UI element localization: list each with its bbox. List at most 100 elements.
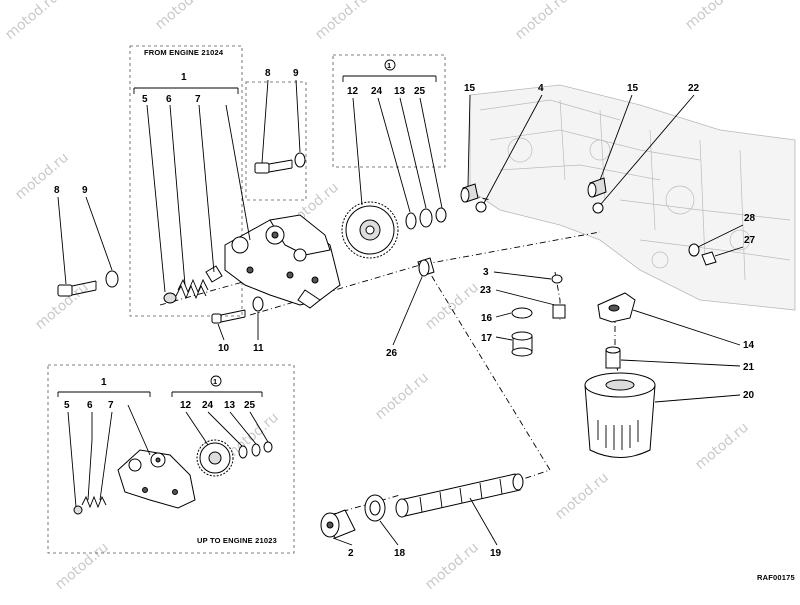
reference-code: RAF00175 xyxy=(757,573,795,582)
bushing-26 xyxy=(417,257,435,277)
plug-2 xyxy=(320,509,356,539)
label-25-old: 25 xyxy=(244,400,256,411)
svg-text:motod.ru: motod.ru xyxy=(152,0,211,33)
label-set-symbol: 1 xyxy=(387,61,391,70)
label-16: 16 xyxy=(481,313,493,324)
washer-24 xyxy=(405,212,417,230)
plug-27 xyxy=(701,251,717,266)
label-9-upper: 9 xyxy=(293,68,299,79)
label-25: 25 xyxy=(414,86,426,97)
label-17: 17 xyxy=(481,333,493,344)
washer-9-main xyxy=(105,270,119,288)
washer-18 xyxy=(364,494,386,522)
label-3: 3 xyxy=(483,267,489,278)
label-12-old: 12 xyxy=(180,400,192,411)
relief-valve-spring-old xyxy=(73,495,107,515)
label-13: 13 xyxy=(394,86,406,97)
from-engine-caption: FROM ENGINE 21024 xyxy=(144,48,224,57)
svg-text:motod.ru: motod.ru xyxy=(682,0,741,33)
label-9-main: 9 xyxy=(82,185,88,196)
label-27: 27 xyxy=(744,235,756,246)
label-12: 12 xyxy=(347,86,359,97)
label-2: 2 xyxy=(348,548,354,559)
set-symbol-circle xyxy=(384,59,396,71)
watermark-layer: motod.ru motod.ru motod.ru motod.ru moto… xyxy=(2,0,771,593)
bolt-box xyxy=(245,81,307,201)
label-10: 10 xyxy=(218,343,230,354)
label-22: 22 xyxy=(688,83,700,94)
from-engine-box xyxy=(129,45,243,317)
circlip-25 xyxy=(435,207,447,223)
label-18: 18 xyxy=(394,548,406,559)
label-20: 20 xyxy=(743,390,755,401)
label-5: 5 xyxy=(142,94,148,105)
group-brackets xyxy=(57,75,437,397)
set-symbol-circle-old xyxy=(210,375,222,387)
label-set-symbol-old: 1 xyxy=(213,377,217,386)
relief-valve-spring xyxy=(163,265,223,304)
svg-text:motod.ru: motod.ru xyxy=(312,0,371,43)
label-15-right: 15 xyxy=(627,83,639,94)
oil-pump-assembly xyxy=(224,214,341,309)
svg-text:motod.ru: motod.ru xyxy=(512,0,571,43)
oil-filter-20 xyxy=(584,372,656,458)
washer-3 xyxy=(551,274,563,284)
label-group-1: 1 xyxy=(181,72,187,83)
cover-14-hole xyxy=(608,304,620,312)
screw-23 xyxy=(552,304,566,319)
washer-24-old xyxy=(238,445,248,459)
svg-text:motod.ru: motod.ru xyxy=(422,280,481,334)
o-ring-22 xyxy=(592,202,604,214)
label-6: 6 xyxy=(166,94,172,105)
label-24-old: 24 xyxy=(202,400,214,411)
svg-text:motod.ru: motod.ru xyxy=(692,420,751,474)
part-labels: 1 5 6 7 8 9 1 12 24 13 25 8 9 10 11 26 1… xyxy=(54,59,756,559)
oil-pump-assembly-old xyxy=(117,449,196,509)
svg-text:motod.ru: motod.ru xyxy=(2,0,61,43)
bolt-8-upper xyxy=(254,159,293,174)
label-15-left: 15 xyxy=(464,83,476,94)
ring-13-old xyxy=(251,443,261,457)
label-13-old: 13 xyxy=(224,400,236,411)
pump-gear-12-old xyxy=(196,439,234,477)
bushing-15-left xyxy=(460,183,479,203)
gear-set-box xyxy=(332,54,446,168)
svg-text:motod.ru: motod.ru xyxy=(12,150,71,204)
bolt-10 xyxy=(211,309,246,324)
nipple-21 xyxy=(605,346,621,369)
svg-text:motod.ru: motod.ru xyxy=(52,540,111,594)
up-to-engine-caption: UP TO ENGINE 21023 xyxy=(197,536,277,545)
up-to-engine-box xyxy=(47,364,295,554)
label-26: 26 xyxy=(386,348,398,359)
bolt-8-main xyxy=(57,280,97,297)
svg-text:motod.ru: motod.ru xyxy=(372,370,431,424)
engine-crankcase-background xyxy=(469,84,796,311)
washer-11 xyxy=(252,296,264,312)
label-24: 24 xyxy=(371,86,383,97)
label-28: 28 xyxy=(744,213,756,224)
label-21: 21 xyxy=(743,362,755,373)
label-11: 11 xyxy=(253,343,264,354)
label-6-old: 6 xyxy=(87,400,93,411)
drain-plug-17 xyxy=(511,331,533,357)
label-8-upper: 8 xyxy=(265,68,271,79)
label-14: 14 xyxy=(743,340,755,351)
label-5-old: 5 xyxy=(64,400,70,411)
ring-13 xyxy=(419,208,433,228)
label-7-old: 7 xyxy=(108,400,114,411)
label-7: 7 xyxy=(195,94,201,105)
washer-28 xyxy=(688,243,700,257)
label-19: 19 xyxy=(490,548,502,559)
label-group-1-old: 1 xyxy=(101,377,107,388)
svg-text:motod.ru: motod.ru xyxy=(552,470,611,524)
washer-16 xyxy=(511,307,533,319)
washer-9-upper xyxy=(294,152,306,168)
o-ring-4 xyxy=(475,201,487,213)
bushing-15-right xyxy=(587,177,607,198)
svg-text:motod.ru: motod.ru xyxy=(422,540,481,594)
circlip-25-old xyxy=(263,441,273,453)
label-4: 4 xyxy=(538,83,544,94)
pump-gear-12 xyxy=(341,201,399,259)
label-8-main: 8 xyxy=(54,185,60,196)
